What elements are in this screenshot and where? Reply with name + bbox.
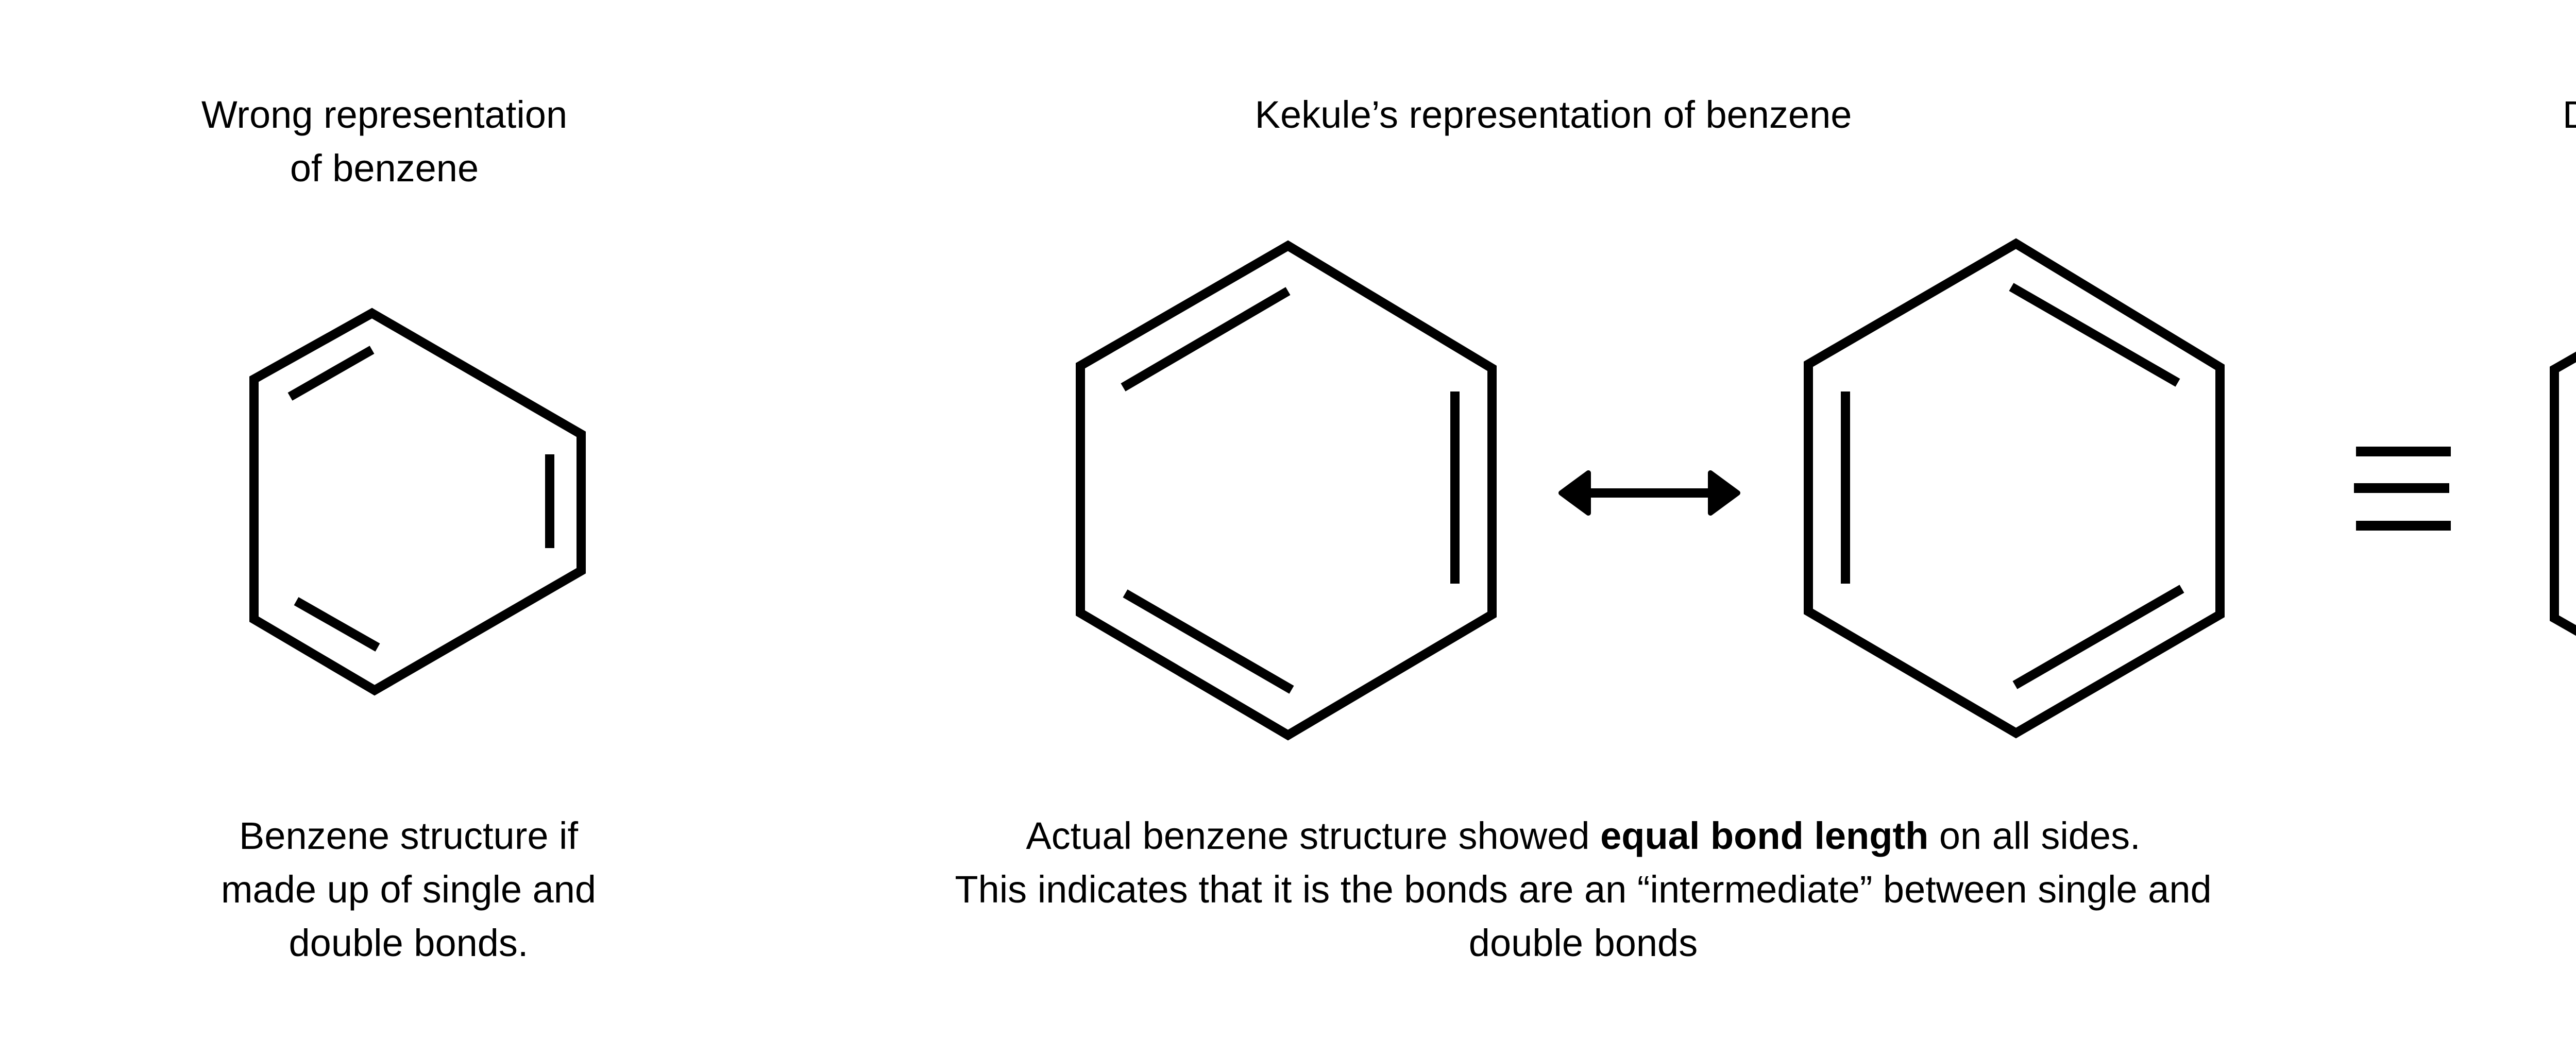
wrong-benzene-structure: [249, 308, 586, 696]
title-wrong-line1: Wrong representation: [201, 93, 567, 136]
double-bond-lower-right: [2012, 585, 2184, 689]
double-bond-upper-left: [287, 346, 375, 401]
caption-wrong-line2: made up of single and: [221, 868, 596, 911]
kekule-2-ring: [1804, 238, 2225, 739]
delocalized-ring: [2550, 351, 2576, 636]
caption-kekule-emphasis: equal bond length: [1600, 814, 1928, 857]
title-kekule-representation: Kekule’s representation of benzene: [1255, 93, 1852, 136]
kekule-structure-2: [1804, 238, 2225, 739]
caption-kekule-line1: Actual benzene structure showed equal bo…: [1026, 814, 2140, 857]
caption-kekule-line1-pre: Actual benzene structure showed: [1026, 814, 1600, 857]
wrong-benzene-ring: [249, 308, 586, 696]
double-bond-upper-right: [2009, 283, 2180, 387]
double-bond-upper-left: [1121, 287, 1291, 391]
caption-wrong-benzene: Benzene structure if made up of single a…: [221, 814, 596, 964]
resonance-arrow-icon: [1558, 470, 1740, 516]
caption-kekule-line1-post: on all sides.: [1928, 814, 2140, 857]
title-wrong-line2: of benzene: [290, 147, 479, 190]
caption-kekule: Actual benzene structure showed equal bo…: [955, 814, 2211, 964]
double-bond-lower-left: [294, 597, 380, 652]
delocalized-benzene-structure: [2550, 351, 2576, 636]
caption-kekule-line3: double bonds: [1469, 922, 1698, 964]
caption-wrong-line3: double bonds.: [289, 922, 529, 964]
title-delocalized-representation: Delocalized representation of benzene: [2563, 93, 2576, 136]
title-wrong-representation: Wrong representation of benzene: [201, 93, 567, 190]
kekule-1-ring: [1076, 240, 1497, 741]
caption-wrong-line1: Benzene structure if: [239, 814, 579, 857]
caption-kekule-line2: This indicates that it is the bonds are …: [955, 868, 2211, 911]
equivalence-sign-icon: [2354, 447, 2451, 531]
kekule-structure-1: [1076, 240, 1497, 741]
double-bond-lower-left: [1123, 589, 1294, 694]
title-delocalized-line1: Delocalized representation: [2563, 93, 2576, 136]
